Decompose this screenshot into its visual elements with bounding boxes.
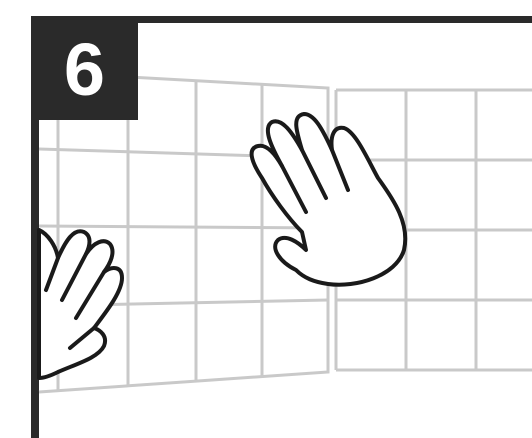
step-number: 6 <box>64 33 105 107</box>
step-badge: 6 <box>31 16 138 120</box>
hand-smooth-icon <box>39 230 122 378</box>
hand-press-icon <box>252 114 406 285</box>
